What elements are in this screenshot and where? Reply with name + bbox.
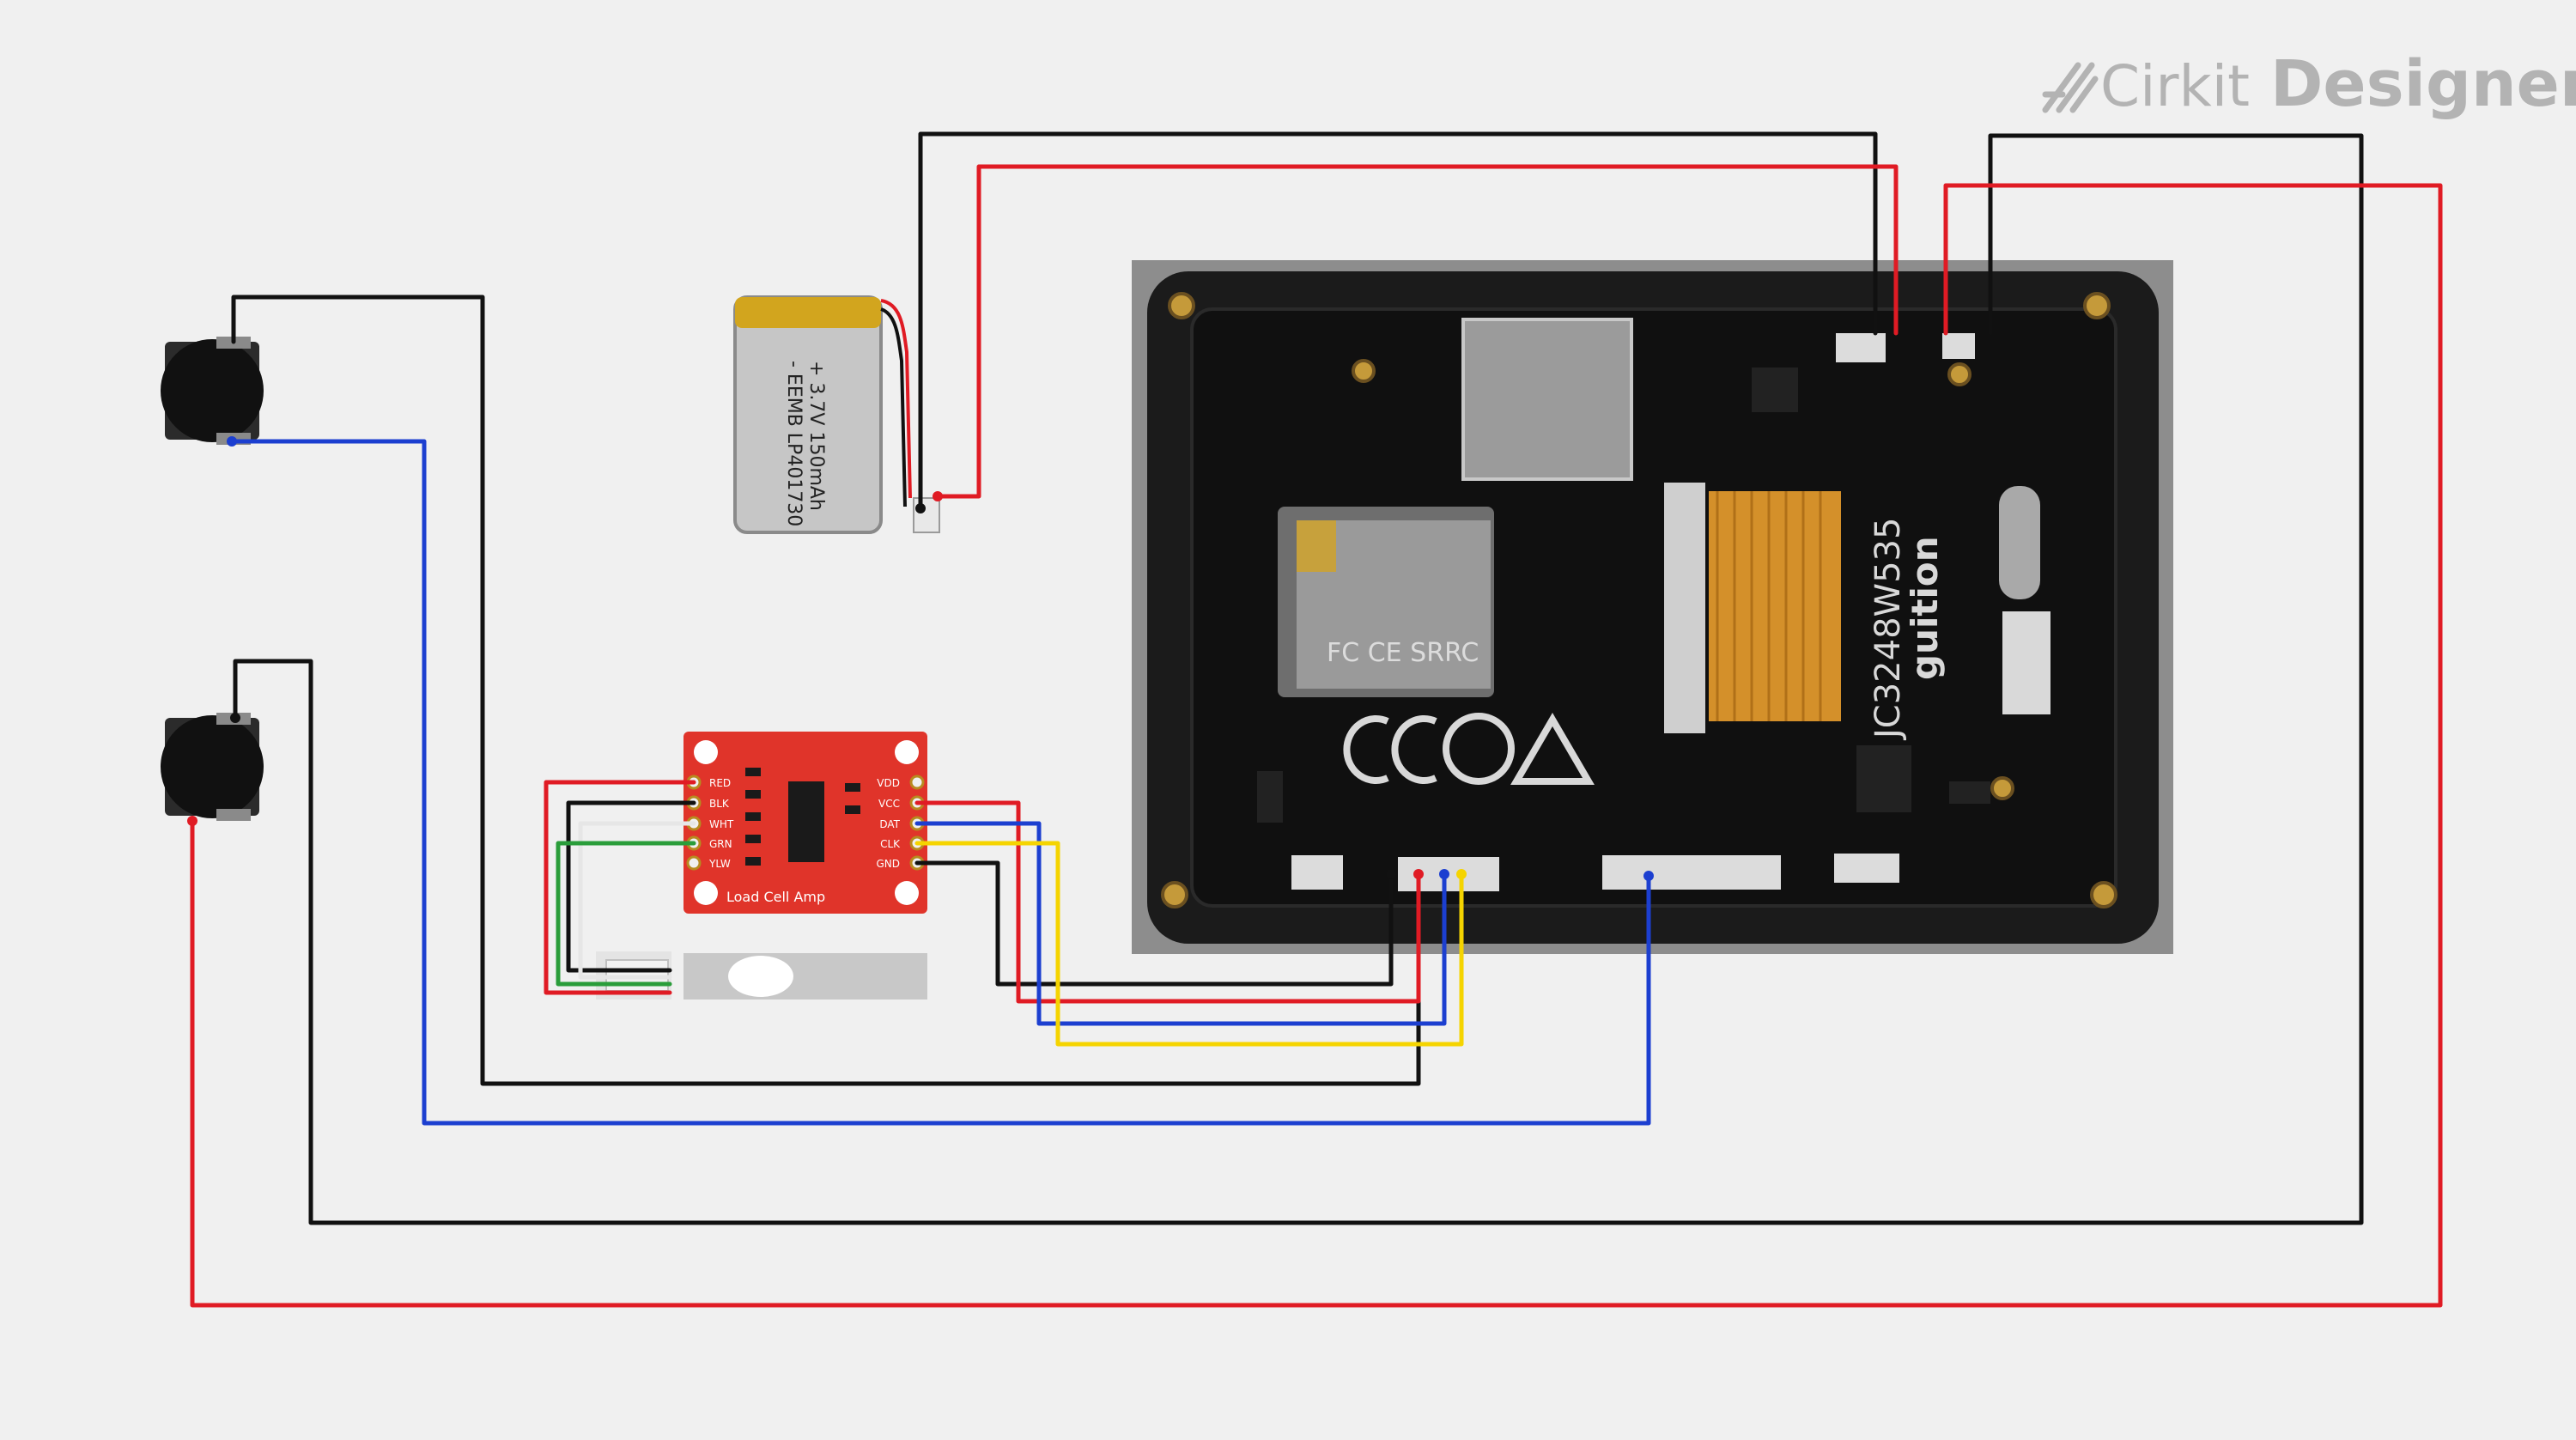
- pin-label-blk: BLK: [709, 798, 730, 810]
- brand-name-part2: Designer: [2270, 47, 2576, 121]
- p4-connector: [1291, 855, 1343, 890]
- pin-label-dat: DAT: [879, 818, 900, 830]
- pin-label-red: RED: [709, 777, 731, 789]
- pin-label-clk: CLK: [880, 838, 901, 850]
- wire-amp-clk[interactable]: [914, 841, 1464, 1047]
- speaker-connector: [1834, 854, 1899, 883]
- model-label: JC3248W535: [1868, 518, 1908, 741]
- wire-battery-vcc[interactable]: [935, 164, 1899, 499]
- brand-name-part1: Cirkit: [2100, 53, 2250, 119]
- wire-cell-grn[interactable]: [556, 841, 696, 987]
- switch-connector: [1942, 333, 1975, 359]
- ribbon-cable: [1709, 491, 1841, 721]
- fpc-connector: [1664, 483, 1705, 733]
- wire-amp-gnd[interactable]: [914, 860, 1394, 987]
- side-connector: [2002, 611, 2050, 714]
- wire-cell-red[interactable]: [544, 780, 696, 995]
- wire-cell-wht[interactable]: [578, 821, 696, 980]
- smd-components: [1257, 368, 1990, 823]
- pin-label-vdd: VDD: [877, 777, 900, 789]
- wire-button2-signal[interactable]: [190, 183, 2443, 1308]
- amp-title: Load Cell Amp: [726, 889, 825, 905]
- wires: [190, 131, 2443, 1308]
- pin-label-wht: WHT: [709, 818, 734, 830]
- wire-amp-dat[interactable]: [914, 821, 1447, 1026]
- battery-brand-label: - EEMB LP401730: [783, 361, 805, 526]
- brand-label: guition: [1904, 536, 1946, 680]
- pin-label-grn: GRN: [709, 838, 732, 850]
- hx711-chip: [788, 781, 824, 862]
- battery-connector: [1836, 333, 1886, 362]
- push-button-top[interactable]: [161, 337, 264, 445]
- wire-button1-signal[interactable]: [229, 439, 1651, 1126]
- pin-label-gnd: GND: [876, 858, 900, 870]
- lipo-battery[interactable]: - EEMB LP401730 + 3.7V 150mAh: [733, 295, 940, 534]
- wire-endpoints: [187, 436, 1654, 881]
- pin-label-ylw: YLW: [708, 858, 731, 870]
- esp-module: FC CE SRRC: [1278, 507, 1494, 697]
- display-board[interactable]: FC CE SRRC JC3248W535 guition: [1132, 260, 2173, 954]
- wire-button2-gnd[interactable]: [233, 133, 2364, 1225]
- battery-jst-connector: [913, 497, 940, 533]
- ce-marks: [1343, 713, 1595, 785]
- mounting-holes: [1161, 292, 2117, 908]
- cirkit-logo-icon: [2042, 62, 2099, 113]
- wire-amp-vcc[interactable]: [914, 800, 1421, 1004]
- load-cell-amp[interactable]: RED BLK WHT GRN YLW VDD VCC DAT CLK GND …: [683, 732, 927, 914]
- push-button-bottom[interactable]: [161, 713, 264, 821]
- usb-c-port: [1999, 486, 2040, 599]
- wire-button1-gnd[interactable]: [231, 295, 1421, 1086]
- cert-label: FC CE SRRC: [1327, 638, 1479, 668]
- pin-vdd[interactable]: [909, 775, 925, 790]
- pin-label-vcc: VCC: [878, 798, 900, 810]
- sd-card-slot: [1461, 318, 1633, 481]
- wire-battery-gnd[interactable]: [918, 131, 1878, 511]
- battery-spec-label: + 3.7V 150mAh: [805, 361, 827, 511]
- p2-connector: [1602, 855, 1781, 890]
- pin-ylw[interactable]: [686, 855, 702, 871]
- wire-cell-blk[interactable]: [566, 800, 696, 973]
- cirkit-designer-logo: Cirkit Designer: [2042, 47, 2576, 121]
